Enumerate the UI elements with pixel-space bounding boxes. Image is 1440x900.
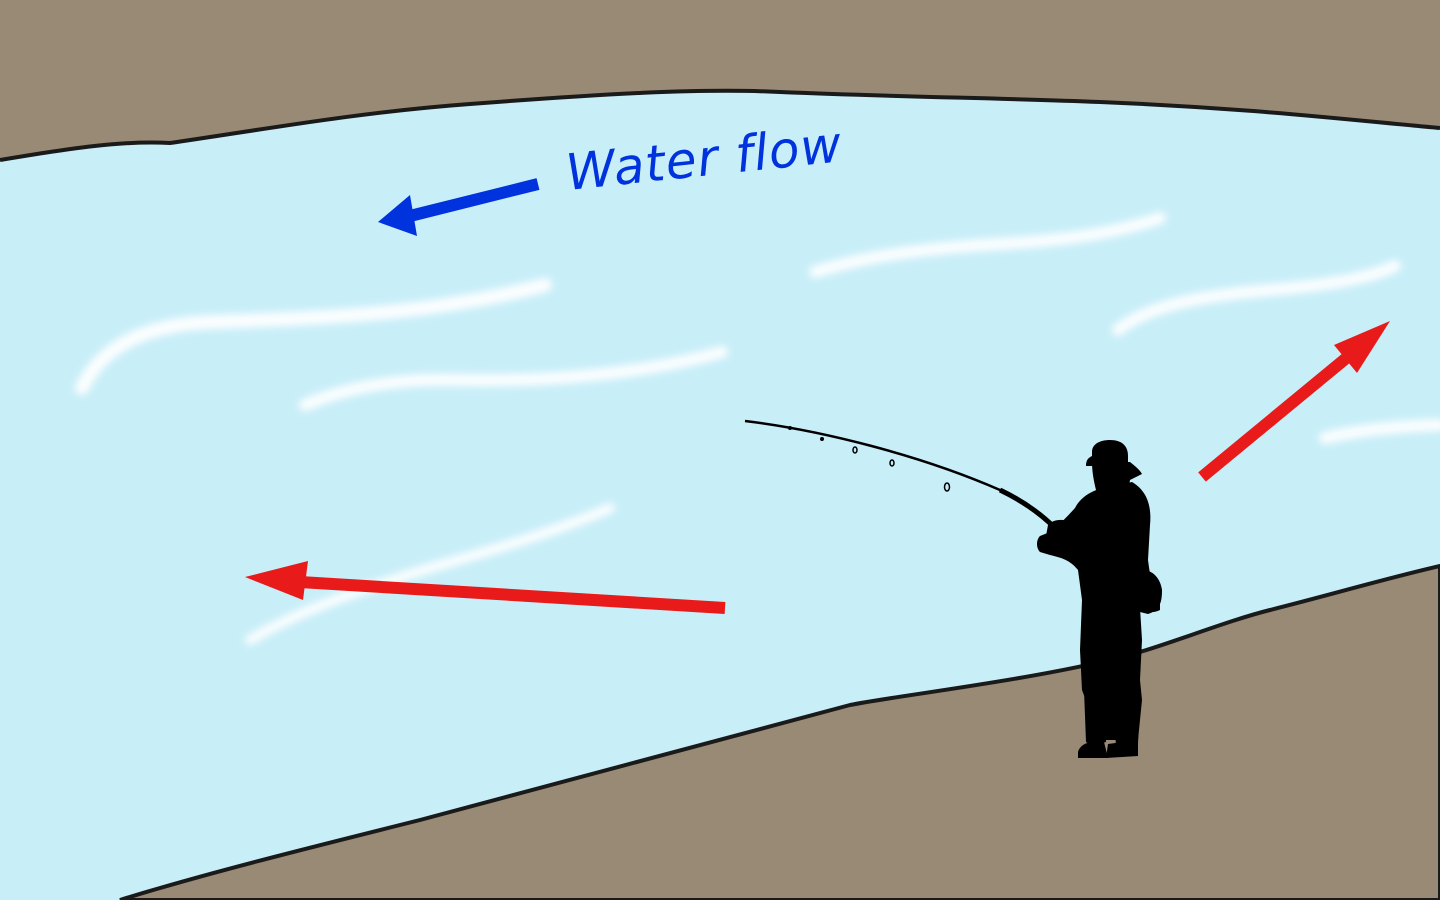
- far-shoreline: [0, 88, 1440, 162]
- foam-streak: [1112, 260, 1401, 336]
- foam-streaks: [75, 212, 1440, 645]
- rod-guide: [889, 459, 895, 467]
- red-arrow-left: [245, 561, 726, 614]
- foam-streak: [1319, 419, 1440, 444]
- foam-streak: [75, 278, 552, 395]
- rod-guide: [820, 437, 824, 441]
- rod-guide: [943, 482, 951, 492]
- red-arrow-upstream: [1198, 321, 1390, 482]
- rod-guide: [788, 426, 792, 430]
- rod-guide: [852, 446, 858, 454]
- foam-streak: [245, 503, 615, 645]
- water-flow-arrow: [378, 178, 540, 236]
- near-bank: [119, 563, 1440, 900]
- river: [0, 90, 1440, 900]
- angler-silhouette: [1037, 440, 1162, 758]
- foam-streak: [809, 212, 1166, 278]
- foam-streak: [299, 346, 728, 411]
